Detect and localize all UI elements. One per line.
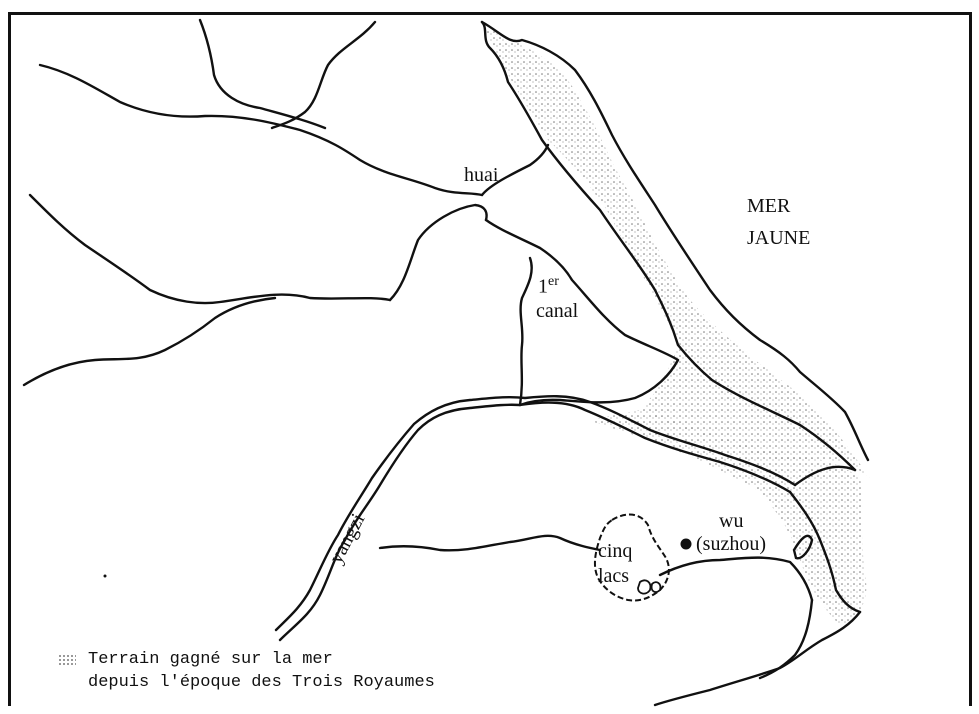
huai-river: [480, 143, 550, 197]
river-north-5: [22, 296, 277, 387]
yangzi-estuary: [788, 490, 862, 614]
label-yangzi: yangzi: [325, 510, 370, 568]
suzhou-creek: [658, 556, 814, 602]
label-huai: huai: [464, 164, 499, 186]
label-cinq: cinq: [598, 540, 633, 562]
south-coast: [653, 610, 862, 707]
legend-item: Terrain gagné sur la mer: [58, 648, 435, 671]
label-canal-superscript: er: [548, 274, 559, 289]
huai-lower: [484, 218, 680, 407]
south-tributary: [378, 534, 602, 552]
yangzi-river-upper: [278, 401, 792, 642]
label-jaune: JAUNE: [747, 227, 811, 249]
legend-spacer: [58, 677, 76, 689]
first-canal: [518, 256, 533, 407]
offshore-island: [792, 534, 814, 560]
map-legend: Terrain gagné sur la mer depuis l'époque…: [58, 648, 435, 694]
label-lacs: lacs: [598, 565, 630, 587]
reclaimed-land-south: [590, 410, 867, 625]
yangzi-estuary-north: [793, 465, 857, 487]
label-wu: wu: [719, 510, 744, 532]
old-coastline: [480, 20, 857, 472]
lower-coast: [758, 598, 814, 680]
lake-island-2: [650, 581, 662, 593]
yangzi-river-lower: [274, 395, 797, 632]
river-north-1: [38, 63, 484, 197]
reclaimed-land-north: [482, 22, 870, 478]
map-frame: [8, 12, 972, 706]
label-first-canal: 1er: [538, 275, 559, 297]
river-north-3: [270, 20, 377, 130]
label-mer: MER: [747, 195, 791, 217]
current-coastline: [480, 20, 870, 462]
river-north-4: [28, 193, 392, 305]
legend-line-2: depuis l'époque des Trois Royaumes: [88, 673, 435, 692]
river-north-6: [388, 203, 488, 302]
stipple-swatch: [58, 653, 76, 666]
suzhou-city-dot: [680, 538, 692, 550]
five-lakes: [593, 513, 670, 602]
label-canal: canal: [536, 300, 579, 322]
legend-line-1: Terrain gagné sur la mer: [88, 650, 333, 669]
label-suzhou: (suzhou): [696, 533, 766, 555]
label-canal-number: 1: [538, 275, 548, 298]
lake-island: [637, 579, 652, 595]
legend-item-continued: depuis l'époque des Trois Royaumes: [58, 671, 435, 694]
map-speck: [103, 574, 107, 578]
